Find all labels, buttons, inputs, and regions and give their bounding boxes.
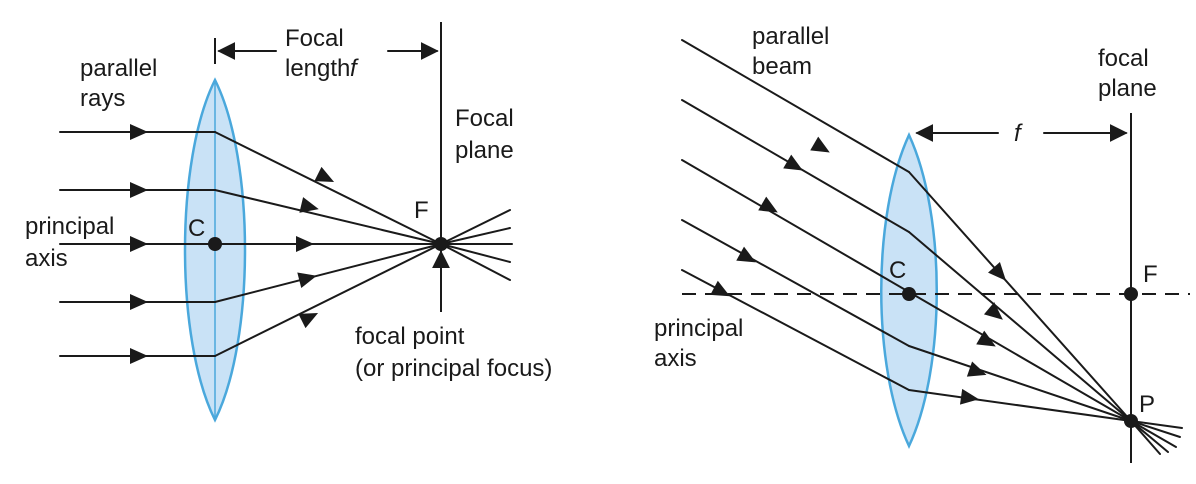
right-f-label: f <box>1014 120 1023 147</box>
right-diagram: parallel beam focal plane f C F P princi… <box>654 23 1190 463</box>
right-center-label: C <box>889 257 906 284</box>
right-refracted-rays <box>908 171 1132 422</box>
left-parallel-rays-label: parallel rays <box>80 55 164 112</box>
left-diverging-rays <box>440 209 513 281</box>
left-focal-point-label: focal point (or principal focus) <box>355 323 552 382</box>
right-ray-arrowheads <box>710 136 1007 405</box>
right-diverging-rays <box>1130 420 1183 455</box>
right-focus-label: F <box>1143 261 1158 288</box>
left-refracted-rays <box>214 131 442 357</box>
right-center-dot <box>902 287 916 301</box>
left-ray-arrowheads <box>130 124 335 364</box>
left-focal-plane-label: Focal plane <box>455 105 520 164</box>
left-focal-length-label: Focal length f <box>285 25 359 82</box>
left-diagram: parallel rays Focal length f Focal plane… <box>25 22 552 423</box>
left-center-dot <box>208 237 222 251</box>
right-point-p-dot <box>1124 414 1138 428</box>
left-focus-label: F <box>414 197 429 224</box>
left-center-label: C <box>188 215 205 242</box>
right-parallel-beam-label: parallel beam <box>752 23 836 80</box>
right-principal-axis-label: principal axis <box>654 315 750 372</box>
left-principal-axis-label: principal axis <box>25 213 121 272</box>
right-focus-dot <box>1124 287 1138 301</box>
left-focus-dot <box>434 237 448 251</box>
right-focal-plane-label: focal plane <box>1098 45 1157 102</box>
right-point-p-label: P <box>1139 391 1155 418</box>
